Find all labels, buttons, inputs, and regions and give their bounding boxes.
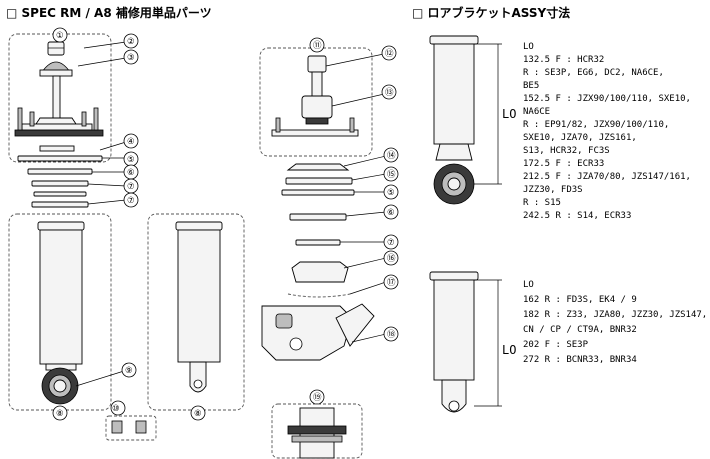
svg-text:⑨: ⑨: [125, 366, 133, 376]
callout-10: [110, 400, 126, 416]
svg-text:⑭: ⑭: [387, 151, 396, 161]
mount-collar: [35, 117, 77, 125]
callout-16: [383, 250, 399, 266]
svg-text:⑲: ⑲: [313, 393, 322, 403]
thin-washer: [39, 145, 75, 152]
spec_top-line: 212.5 F : JZA70/80, JZS147/161,: [523, 172, 691, 182]
spec_top-line: S13, HCR32, FC3S: [523, 146, 610, 156]
callout-14: [383, 147, 399, 163]
callout-8a: [52, 405, 68, 421]
shock-body-left: ⑨ ⑧: [8, 213, 137, 421]
callout-18: [383, 326, 399, 342]
svg-text:⑤: ⑤: [127, 155, 135, 165]
svg-text:⑥: ⑥: [127, 168, 135, 178]
callout-19: [309, 389, 325, 405]
right-header: □ ロアブラケットASSY寸法: [412, 5, 570, 20]
a8-upper-mount: ⑪ ⑫ ⑬: [259, 37, 397, 157]
spec_bottom-line: 272 R : BCNR33, BNR34: [523, 355, 637, 365]
spec_bottom-line: 162 R : FD3S, EK4 / 9: [523, 295, 637, 305]
spec-list-bottom: LO 162 R : FD3S, EK4 / 9 182 R : Z33, JZA8…: [523, 280, 707, 365]
spec_bottom-heading: LO: [523, 280, 534, 290]
svg-text:⑧: ⑧: [194, 409, 202, 419]
dimension-lo-bottom: LO: [502, 343, 516, 357]
spec_top-line: SXE10, JZA70, JZS161,: [523, 133, 637, 143]
svg-text:⑥: ⑥: [387, 208, 395, 218]
svg-text:⑬: ⑬: [385, 88, 394, 98]
spec-list-top: LO 132.5 F : HCR32 R : SE3P, EG6, DC2, NA…: [523, 42, 691, 221]
left-washer-stack: ⑤ ⑥ ⑦ ⑦: [17, 151, 139, 208]
svg-text:⑯: ⑯: [387, 254, 396, 264]
callout-17: [383, 274, 399, 290]
svg-text:⑪: ⑪: [313, 41, 322, 51]
shock-body-bracket: ⑧: [147, 213, 245, 421]
svg-text:⑤: ⑤: [387, 188, 395, 198]
svg-text:⑮: ⑮: [387, 170, 396, 180]
nut-cap: [47, 41, 65, 56]
dimension-drawing-top: LO: [429, 35, 516, 205]
spec_top-line: R : EP91/82, JZX90/100/110,: [523, 120, 669, 130]
callout-13: [381, 84, 397, 100]
svg-text:④: ④: [127, 137, 135, 147]
svg-text:⑫: ⑫: [385, 49, 394, 59]
spec_top-heading: LO: [523, 42, 534, 52]
callout-7b: [123, 192, 139, 208]
upper-plate: [14, 129, 104, 137]
spacer-ring: [39, 69, 73, 77]
callout-7c: [383, 234, 399, 250]
spec_top-line: 132.5 F : HCR32: [523, 55, 604, 65]
dimension-lo-top: LO: [502, 107, 516, 121]
upper-mount-assembly: [8, 33, 112, 163]
svg-text:⑦: ⑦: [127, 182, 135, 192]
a8-washer-stack: ⑭ ⑮ ⑤ ⑥ ⑦ ⑯ ⑰: [281, 147, 399, 298]
spec_top-line: 172.5 F : ECR33: [523, 159, 604, 169]
spec_top-line: 242.5 R : S14, ECR33: [523, 211, 631, 221]
callout-1: [52, 27, 68, 43]
shaft: [52, 75, 61, 119]
spec_top-line: BE5: [523, 81, 539, 91]
callout-4: [123, 133, 139, 149]
svg-text:⑰: ⑰: [387, 278, 396, 288]
svg-text:⑧: ⑧: [56, 409, 64, 419]
callout-15: [383, 166, 399, 182]
callout-8b: [190, 405, 206, 421]
spec_top-line: NA6CE: [523, 107, 550, 117]
left-header: □ SPEC RM / A8 補修用単品パーツ: [6, 5, 212, 20]
spec_bottom-line: 202 F : SE3P: [523, 340, 589, 350]
spec_top-line: R : S15: [523, 198, 561, 208]
callout-12: [381, 45, 397, 61]
svg-text:③: ③: [127, 53, 135, 63]
svg-text:⑦: ⑦: [127, 196, 135, 206]
dimension-drawing-bottom: LO: [429, 271, 516, 413]
a8-lower-bracket: ⑱: [261, 303, 399, 361]
svg-text:⑦: ⑦: [387, 238, 395, 248]
callout-3: [123, 49, 139, 65]
callout-2: [123, 33, 139, 49]
svg-text:⑩: ⑩: [112, 404, 120, 414]
left-upper-callouts: ① ② ③ ④: [52, 27, 139, 151]
svg-text:⑱: ⑱: [387, 330, 396, 340]
callout-6b: [383, 204, 399, 220]
spec_top-line: 152.5 F : JZX90/100/110, SXE10,: [523, 94, 691, 104]
spec_top-line: JZZ30, FD3S: [523, 185, 583, 195]
callout-5b: [383, 184, 399, 200]
a8-spring-seat: ⑲: [271, 389, 363, 459]
spec_top-line: R : SE3P, EG6, DC2, NA6CE,: [523, 68, 664, 78]
collars: ⑩: [105, 400, 157, 441]
callout-9: [121, 362, 137, 378]
svg-text:②: ②: [127, 37, 135, 47]
spec_bottom-line: CN / CP / CT9A, BNR32: [523, 325, 637, 335]
svg-text:①: ①: [56, 31, 64, 41]
spec_bottom-line: 182 R : Z33, JZA80, JZZ30, JZS147,: [523, 310, 707, 320]
callout-11: [309, 37, 325, 53]
